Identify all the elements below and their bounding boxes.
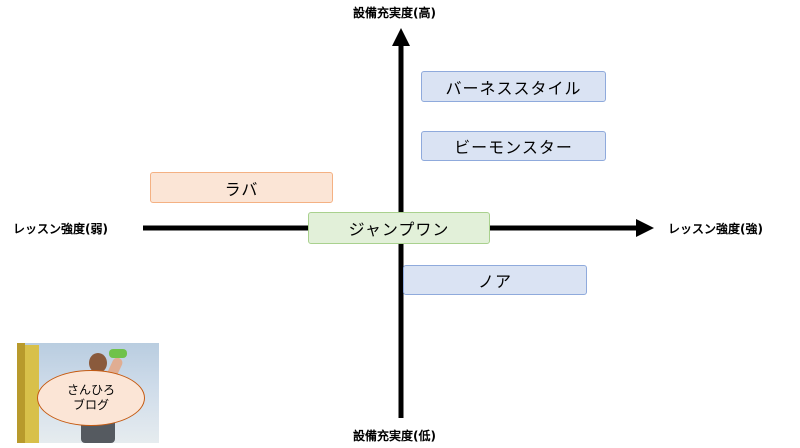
photo-dumbbell <box>109 349 127 358</box>
box-noah: ノア <box>403 265 587 295</box>
right-arrowhead <box>636 219 654 237</box>
axis-label-left: レッスン強度(弱) <box>13 222 108 236</box>
axis-label-bottom: 設備充実度(低) <box>353 429 436 443</box>
top-arrowhead <box>392 28 410 46</box>
box-b-monster: ビーモンスター <box>421 131 606 161</box>
box-lava: ラバ <box>150 172 333 203</box>
box-barnes-style: バーネススタイル <box>421 71 606 102</box>
axis-label-right: レッスン強度(強) <box>668 222 763 236</box>
blog-badge-line1: さんひろ <box>66 383 115 397</box>
blog-badge: さんひろ ブログ <box>37 370 145 426</box>
axis-label-top: 設備充実度(高) <box>353 6 436 20</box>
photo-building-edge <box>17 343 25 443</box>
photo-person-head <box>89 353 107 373</box>
blog-badge-line2: ブログ <box>72 398 109 412</box>
box-jump-one: ジャンプワン <box>308 212 490 244</box>
